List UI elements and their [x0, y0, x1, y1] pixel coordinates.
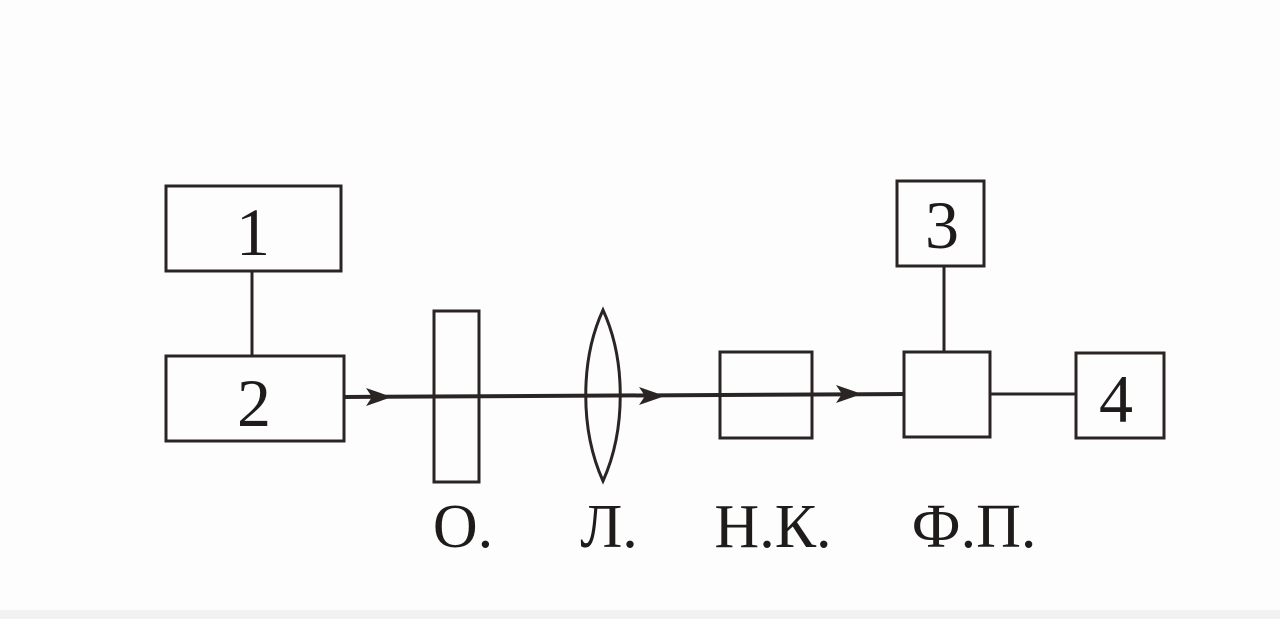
bottom-border-strip — [0, 610, 1280, 619]
component-l-caption: Л. — [580, 493, 638, 561]
beam-arrow-2 — [639, 387, 665, 405]
block-1: 2 — [164, 354, 346, 443]
component-nk: Н.К. — [714, 350, 832, 561]
block-4-box — [1074, 351, 1166, 440]
component-nk-caption: Н.К. — [714, 493, 831, 561]
component-o-caption: О. — [433, 493, 493, 561]
block-3-box — [895, 179, 986, 268]
component-l: Л. — [580, 306, 638, 561]
component-fp-box — [902, 350, 992, 439]
component-nk-box — [718, 350, 814, 440]
component-o-plate — [432, 309, 481, 484]
component-fp: Ф.П. — [902, 350, 1037, 561]
block-4: 4 — [1074, 351, 1166, 440]
block-2-label: 1 — [236, 194, 270, 270]
component-fp-caption: Ф.П. — [912, 493, 1037, 561]
component-l-lens — [584, 306, 622, 485]
component-o: О. — [432, 309, 493, 561]
block-4-label: 4 — [1099, 361, 1133, 437]
block-3-label: 3 — [925, 187, 959, 263]
beam-arrow-1 — [366, 388, 392, 406]
block-3: 3 — [895, 179, 986, 268]
beam-line — [343, 392, 905, 399]
block-1-label: 2 — [237, 365, 271, 441]
block-2: 1 — [164, 184, 343, 273]
beam-arrow-3 — [836, 385, 862, 403]
block-1-box — [164, 354, 346, 443]
